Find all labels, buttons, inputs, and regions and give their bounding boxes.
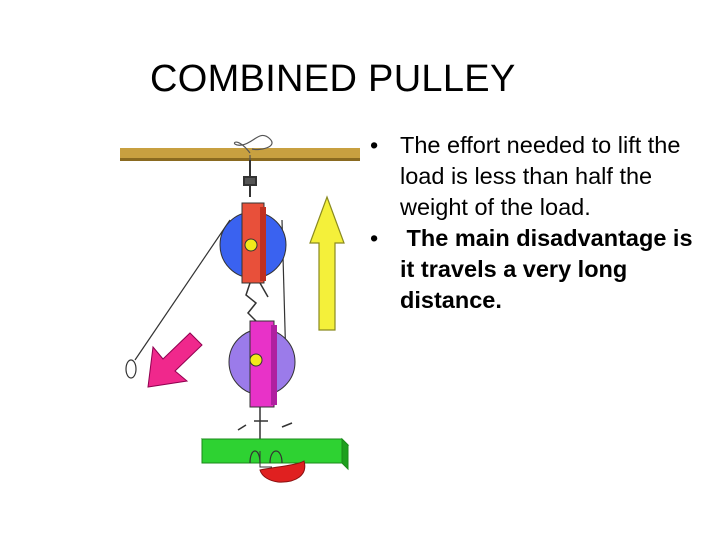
- load-box: [200, 437, 350, 471]
- bullet-text: The effort needed to lift the load is le…: [400, 132, 681, 220]
- bullet-item: • The effort needed to lift the load is …: [370, 130, 710, 223]
- load-hook-icon: [259, 460, 306, 483]
- middle-links: [245, 282, 269, 324]
- combined-pulley-illustration-icon: [120, 134, 360, 483]
- bullet-list: • The effort needed to lift the load is …: [370, 130, 710, 316]
- lower-pulley-block: [249, 320, 277, 408]
- lower-hook: [237, 407, 293, 443]
- bullet-item: • The main disadvantage is it travels a …: [370, 223, 710, 316]
- pull-arrow-icon: [147, 332, 203, 388]
- ceiling-beam: [120, 148, 360, 161]
- bullet-text: The main disadvantage is it travels a ve…: [400, 225, 700, 313]
- upper-pulley-block: [241, 202, 266, 284]
- effort-rope: [125, 219, 231, 379]
- bullet-dot-icon: •: [370, 225, 379, 251]
- up-arrow-icon: [309, 195, 345, 331]
- upper-hook: [243, 160, 257, 197]
- bullet-dot-icon: •: [370, 132, 379, 158]
- slide-title: COMBINED PULLEY: [150, 58, 516, 100]
